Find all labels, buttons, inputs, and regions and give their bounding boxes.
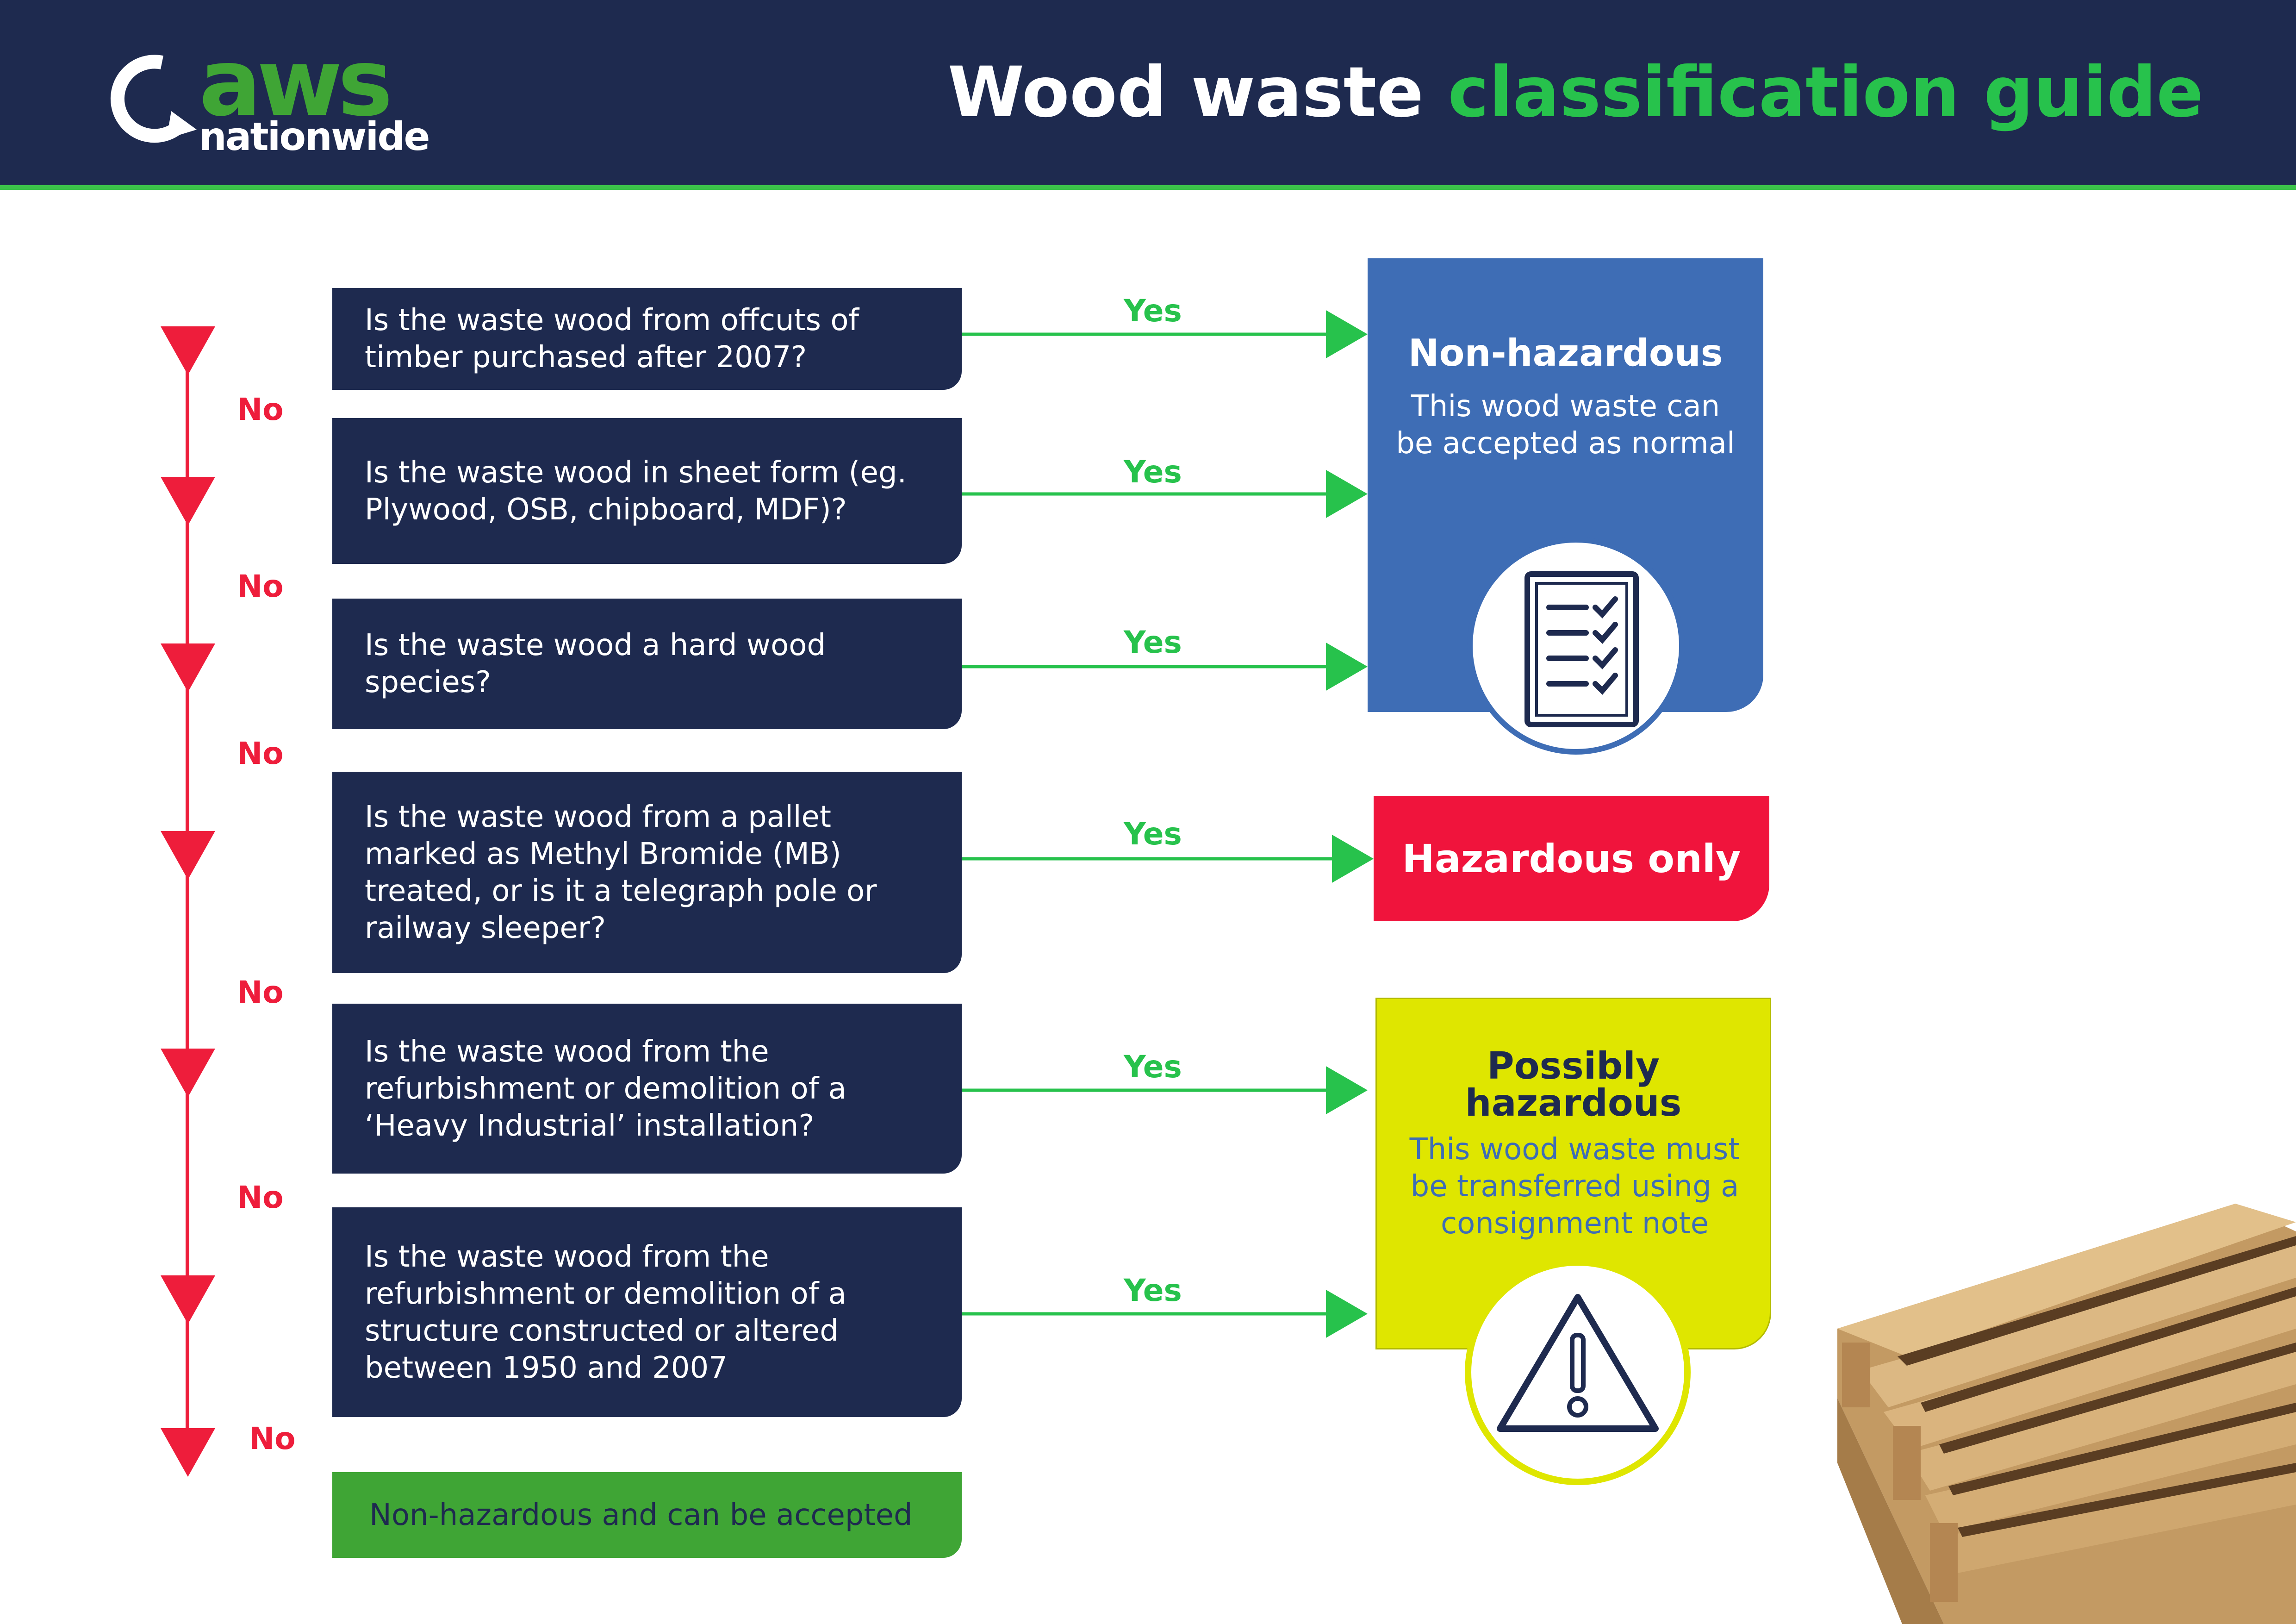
checklist-icon-circle xyxy=(1467,537,1685,755)
header-bar: aws nationwide Wood waste classification… xyxy=(0,0,2296,190)
down-arrow-icon xyxy=(161,477,215,525)
right-arrow-icon xyxy=(1326,310,1368,358)
question-box-2: Is the waste wood in sheet form (eg. Ply… xyxy=(332,418,962,564)
right-arrow-icon xyxy=(1326,470,1368,518)
question-box-3: Is the waste wood a hard wood species? xyxy=(332,599,962,729)
hazardous-box: Hazardous only xyxy=(1374,796,1769,921)
down-arrow-icon xyxy=(161,831,215,880)
right-arrow-icon xyxy=(1326,643,1368,691)
possibly-hazardous-title: Possibly hazardous xyxy=(1465,1044,1682,1124)
question-box-6: Is the waste wood from the refurbishment… xyxy=(332,1207,962,1417)
wooden-pallet-illustration xyxy=(1837,1204,2296,1624)
no-label: No xyxy=(237,736,284,771)
no-label: No xyxy=(237,392,284,427)
warning-icon xyxy=(1497,1294,1659,1432)
question-text: Is the waste wood in sheet form (eg. Ply… xyxy=(365,455,907,527)
question-text: Is the waste wood from the refurbishment… xyxy=(365,1034,846,1143)
title-part-2: classification guide xyxy=(1448,52,2203,133)
right-arrow-icon xyxy=(1332,835,1374,883)
no-label: No xyxy=(249,1421,296,1456)
title-part-1: Wood waste xyxy=(947,52,1448,133)
right-arrow-icon xyxy=(1326,1290,1368,1338)
question-box-1: Is the waste wood from offcuts of timber… xyxy=(332,288,962,390)
question-text: Is the waste wood from a pallet marked a… xyxy=(365,800,877,945)
yes-label: Yes xyxy=(1124,625,1182,660)
warning-icon-circle xyxy=(1465,1259,1691,1485)
checklist-icon xyxy=(1524,571,1639,727)
yes-label: Yes xyxy=(1124,1049,1182,1085)
yes-label: Yes xyxy=(1124,1273,1182,1308)
logo-brand: aws xyxy=(199,29,393,137)
non-hazardous-subtitle: This wood waste can be accepted as norma… xyxy=(1396,389,1735,461)
logo-arrow-icon xyxy=(110,55,197,143)
logo-sub: nationwide xyxy=(199,114,430,159)
down-arrow-icon xyxy=(161,1428,215,1477)
yes-label: Yes xyxy=(1124,454,1182,490)
question-box-5: Is the waste wood from the refurbishment… xyxy=(332,1004,962,1174)
possibly-hazardous-subtitle: This wood waste must be transferred usin… xyxy=(1409,1132,1740,1241)
question-text: Is the waste wood from offcuts of timber… xyxy=(365,303,859,375)
question-text: Is the waste wood a hard wood species? xyxy=(365,628,826,700)
question-box-4: Is the waste wood from a pallet marked a… xyxy=(332,772,962,973)
final-outcome-text: Non-hazardous and can be accepted xyxy=(369,1498,913,1532)
question-text: Is the waste wood from the refurbishment… xyxy=(365,1239,846,1385)
right-arrow-icon xyxy=(1326,1066,1368,1114)
aws-nationwide-logo: aws nationwide xyxy=(93,37,463,162)
yes-label: Yes xyxy=(1124,816,1182,852)
no-label: No xyxy=(237,974,284,1010)
down-arrow-icon xyxy=(161,1275,215,1324)
hazardous-title: Hazardous only xyxy=(1402,836,1741,881)
down-arrow-icon xyxy=(161,1049,215,1097)
non-hazardous-title: Non-hazardous xyxy=(1408,331,1723,375)
down-arrow-icon xyxy=(161,326,215,375)
no-label: No xyxy=(237,1180,284,1215)
final-outcome-box: Non-hazardous and can be accepted xyxy=(332,1472,962,1558)
yes-label: Yes xyxy=(1124,293,1182,329)
page-title: Wood waste classification guide xyxy=(948,51,2203,134)
down-arrow-icon xyxy=(161,643,215,692)
no-label: No xyxy=(237,568,284,604)
